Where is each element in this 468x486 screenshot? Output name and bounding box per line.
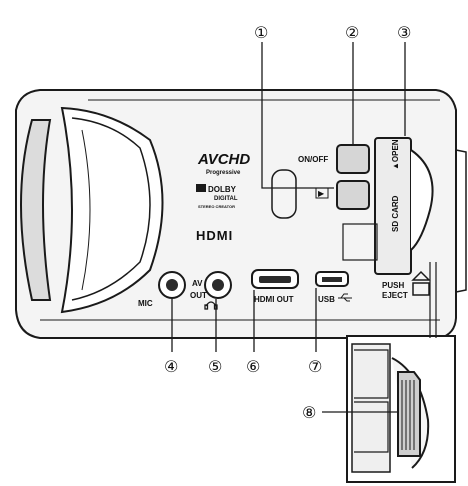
hdmi-out-label: HDMI OUT <box>254 295 294 304</box>
sd-card-door[interactable] <box>374 137 434 275</box>
sd-card-icon <box>397 371 421 457</box>
eject-label: EJECT <box>382 291 408 300</box>
sd-card-label: SD CARD <box>391 195 400 232</box>
out-label: OUT <box>190 291 207 300</box>
sd-slot-inset <box>346 335 456 483</box>
dolby-logo: DOLBY <box>208 185 237 194</box>
lcd-hinge <box>20 106 164 314</box>
callout-2: ② <box>345 23 359 42</box>
callout-8: ⑧ <box>302 403 316 422</box>
progressive-text: Progressive <box>206 170 241 176</box>
open-label: ▲OPEN <box>391 139 400 170</box>
hdmi-logo: HDMI <box>196 228 233 243</box>
callout-6: ⑥ <box>246 357 260 376</box>
play-button[interactable] <box>336 180 370 210</box>
av-label: AV <box>192 279 203 288</box>
play-icon: ▶ <box>318 189 325 198</box>
usb-icon <box>338 293 352 302</box>
callout-5: ⑤ <box>208 357 222 376</box>
callout-1: ① <box>254 23 268 42</box>
push-label: PUSH <box>382 281 404 290</box>
leader-lines <box>171 42 437 413</box>
hdmi-out-port[interactable] <box>251 269 299 289</box>
sd-slot-recess <box>342 223 378 261</box>
dolby-creator-text: STEREO CREATOR <box>198 204 235 209</box>
eject-icon <box>411 270 431 296</box>
callout-4: ④ <box>164 357 178 376</box>
usb-port[interactable] <box>315 271 349 287</box>
avchd-logo: AVCHD <box>197 151 250 168</box>
callout-7: ⑦ <box>308 357 322 376</box>
mic-label: MIC <box>138 299 153 308</box>
av-out-jack[interactable] <box>204 271 232 299</box>
usb-label: USB <box>318 295 335 304</box>
mic-jack[interactable] <box>158 271 186 299</box>
side-recess <box>271 169 297 219</box>
on-off-label: ON/OFF <box>298 155 328 164</box>
dolby-icon <box>196 184 206 192</box>
power-button[interactable] <box>336 144 370 174</box>
callout-3: ③ <box>397 23 411 42</box>
dolby-digital-text: DIGITAL <box>214 196 238 202</box>
